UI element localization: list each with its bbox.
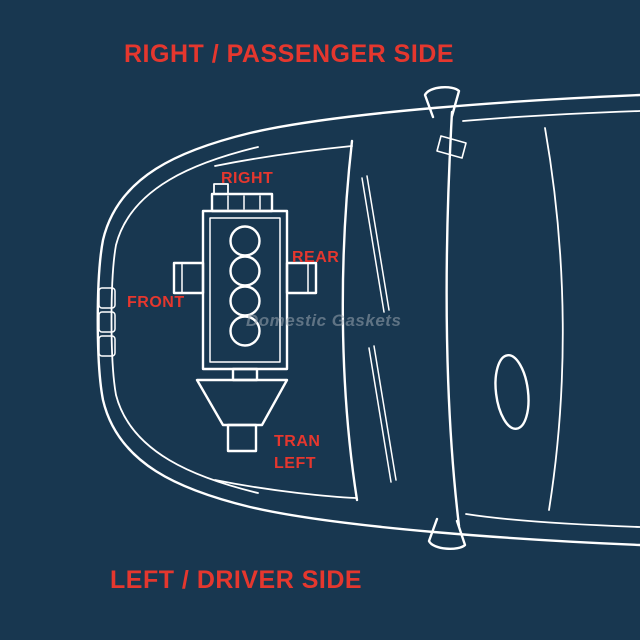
roof-curve-line: [544, 127, 564, 511]
engine-tran-label-line1: TRAN: [274, 433, 321, 450]
transmission-bellhousing: [195, 378, 289, 427]
fuel-filler-ellipse: [494, 354, 530, 430]
hood-crease-top: [214, 145, 353, 167]
engine-neck: [231, 367, 259, 382]
windshield-cowl-line: [341, 139, 359, 502]
car-body-outline: [96, 93, 640, 547]
engine-schematic-group: [172, 183, 318, 453]
cylinder-bore: [229, 315, 261, 347]
wiper-blade-upper: [361, 175, 390, 313]
front-grille-slot: [98, 287, 116, 309]
engine-front-label: FRONT: [127, 294, 185, 311]
engine-mount-front: [172, 261, 205, 295]
passenger-side-label: RIGHT / PASSENGER SIDE: [124, 40, 455, 68]
cylinder-bore: [229, 255, 261, 287]
car-body-group: [96, 86, 640, 550]
car-inner-front-outline: [110, 146, 259, 494]
wiper-blade-lower: [368, 345, 397, 483]
engine-rear-label: REAR: [292, 249, 340, 266]
roof-rail-top: [462, 110, 640, 122]
front-grille-slot: [98, 335, 116, 357]
valve-cover-bar: [210, 192, 274, 213]
side-mirror-bottom: [427, 517, 467, 550]
side-mirror-top: [423, 86, 461, 119]
driver-side-label: LEFT / DRIVER SIDE: [110, 566, 363, 594]
transmission-tailshaft: [226, 423, 258, 453]
watermark-text: Domestic Gaskets: [246, 311, 402, 330]
roof-rail-bottom: [465, 513, 640, 528]
engine-mount-rear: [285, 261, 318, 295]
engine-tran-label-line2: LEFT: [274, 455, 316, 472]
engine-right-label: RIGHT: [221, 170, 274, 187]
windshield-roof-line: [445, 110, 461, 528]
cylinder-bore: [229, 225, 261, 257]
valve-cover-ticks: [227, 195, 261, 210]
front-grille-slot: [98, 311, 116, 333]
hood-crease-bottom: [214, 479, 357, 499]
interior-mirror: [436, 135, 467, 159]
engine-tran-left-label: TRAN LEFT: [274, 431, 320, 475]
engine-block-inner: [209, 217, 281, 363]
